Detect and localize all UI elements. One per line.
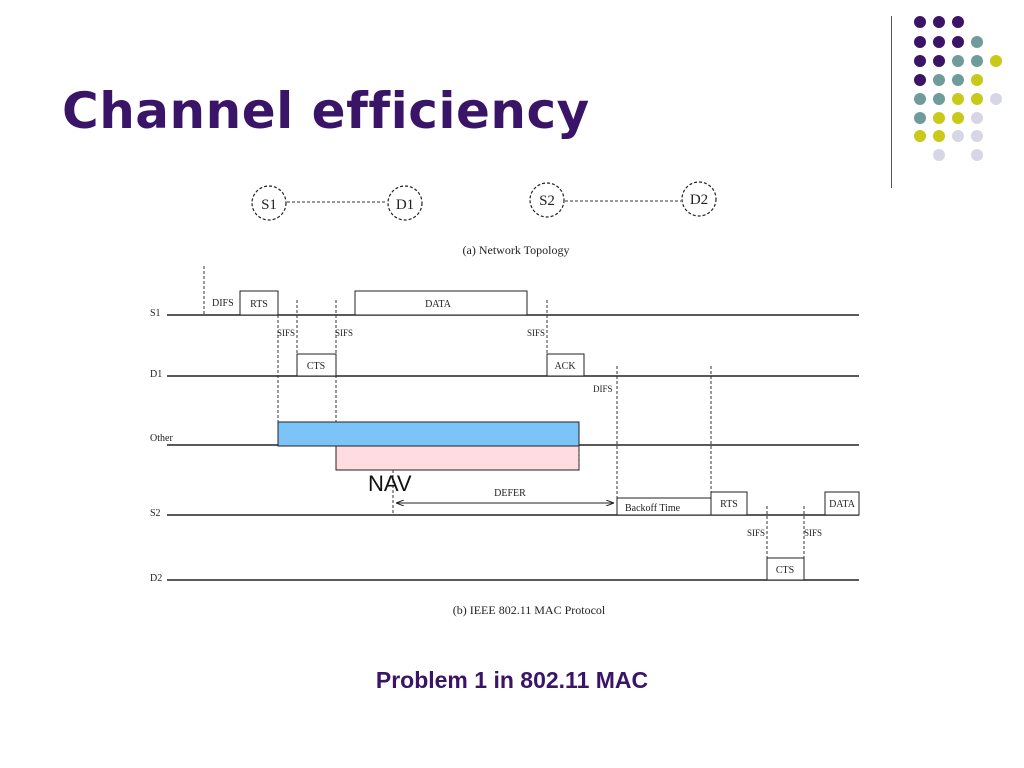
decor-dot (933, 74, 945, 86)
slide-title: Channel efficiency (62, 82, 590, 140)
node-s1-label: S1 (261, 197, 277, 213)
row-label-s2: S2 (150, 508, 161, 519)
decor-dot (914, 93, 926, 105)
gap-label-sifs-1: SIFS (277, 328, 295, 338)
slide-caption: Problem 1 in 802.11 MAC (375, 667, 649, 693)
node-d1-label: D1 (396, 197, 414, 213)
frame-d1-ack-label: ACK (554, 361, 576, 372)
decor-dot (914, 130, 926, 142)
gap-label-difs: DIFS (212, 298, 234, 309)
frame-d2-cts (766, 557, 805, 581)
gap-label-sifs-4: SIFS (747, 528, 765, 538)
decor-dot (971, 112, 983, 124)
decor-dot (914, 36, 926, 48)
decor-dot (971, 149, 983, 161)
decor-dot (933, 16, 945, 28)
row-label-d2: D2 (150, 573, 162, 584)
decor-dot (990, 93, 1002, 105)
node-d1 (387, 185, 423, 221)
topology-label: (a) Network Topology (463, 243, 570, 257)
decor-dot (952, 36, 964, 48)
frame-s1-rts-label: RTS (250, 299, 268, 310)
node-d2-label: D2 (690, 192, 708, 208)
nav-rts-bar (277, 421, 580, 447)
decor-dot (933, 149, 945, 161)
frame-s1-data (354, 290, 528, 316)
frame-s2-rts (710, 491, 748, 516)
node-s2 (529, 182, 565, 218)
node-s1 (251, 185, 287, 221)
protocol-label: (b) IEEE 802.11 MAC Protocol (453, 603, 606, 617)
row-label-other: Other (150, 433, 173, 444)
gap-label-sifs-3: SIFS (527, 328, 545, 338)
frame-s2-rts-label: RTS (720, 499, 738, 510)
gap-label-difs-d1: DIFS (593, 384, 613, 394)
decor-dot-grid (914, 16, 1002, 161)
frame-d1-cts (296, 353, 337, 377)
decor-dot (971, 55, 983, 67)
row-label-d1: D1 (150, 369, 162, 380)
decor-dot (990, 55, 1002, 67)
decor-dot (933, 93, 945, 105)
nav-label: NAV (368, 471, 412, 496)
frame-d1-cts-label: CTS (307, 361, 325, 372)
row-label-s1: S1 (150, 308, 161, 319)
decor-dot (971, 93, 983, 105)
network-topology: S1 D1 S2 D2 (a) Network Topology (251, 181, 717, 257)
decor-dot (952, 55, 964, 67)
decor-dot (914, 74, 926, 86)
gap-label-sifs-5: SIFS (804, 528, 822, 538)
decor-dot (914, 16, 926, 28)
frame-d2-cts-label: CTS (776, 565, 794, 576)
frame-s2-backoff-label: Backoff Time (625, 503, 681, 514)
decor-divider-line (891, 16, 892, 188)
timeline: S1 D1 Other S2 D2 DIFS (150, 266, 860, 617)
node-d2 (681, 181, 717, 217)
decor-dot (952, 16, 964, 28)
mac-protocol-diagram: S1 D1 S2 D2 (a) Network Topology S1 D1 O… (150, 181, 860, 617)
frame-s2-data-label: DATA (829, 499, 856, 510)
decor-dot (933, 36, 945, 48)
node-s2-label: S2 (539, 193, 555, 209)
decor-dot (914, 55, 926, 67)
frame-s2-data (824, 491, 860, 516)
decor-dot (933, 112, 945, 124)
decor-dot (952, 130, 964, 142)
decor-dot (971, 36, 983, 48)
gap-label-sifs-2: SIFS (335, 328, 353, 338)
decor-dot (952, 93, 964, 105)
decor-dot (971, 74, 983, 86)
frame-s1-rts (239, 290, 279, 316)
decor-dot (933, 130, 945, 142)
decor-dot (952, 74, 964, 86)
decor-dot (952, 112, 964, 124)
nav-cts-bar (335, 445, 580, 471)
decor-dot (933, 55, 945, 67)
frame-s1-data-label: DATA (425, 299, 452, 310)
decor-dot (914, 112, 926, 124)
frame-d1-ack (546, 353, 585, 377)
decor-dot (971, 130, 983, 142)
defer-label: DEFER (494, 488, 526, 499)
